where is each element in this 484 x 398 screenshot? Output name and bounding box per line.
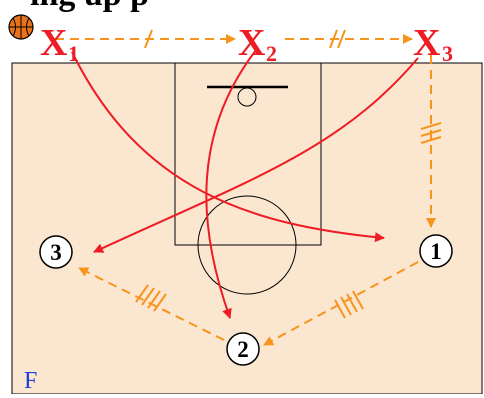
player-1: 1 — [419, 234, 453, 268]
diagram-title: ing up p — [30, 0, 149, 14]
player-1-label: 1 — [430, 239, 442, 264]
free-throw-circle — [197, 195, 297, 295]
defender-x3-letter: X — [413, 22, 440, 64]
defender-x2-letter: X — [238, 22, 265, 64]
defender-x1-number: 1 — [68, 41, 79, 66]
hoop — [237, 87, 257, 107]
corner-label: F — [24, 368, 37, 394]
cut-x1-to-1 — [71, 51, 385, 243]
pass-marks-x3-1 — [420, 122, 442, 144]
defender-x1: X 1 — [40, 22, 79, 66]
basketball-icon — [8, 14, 34, 40]
defender-x2: X 2 — [238, 22, 277, 66]
paint-lane — [174, 62, 322, 246]
player-2-label: 2 — [237, 337, 249, 362]
cut-x2-to-2 — [205, 49, 257, 319]
cut-x3-to-3 — [93, 57, 419, 253]
pass-marks-2-3 — [135, 284, 167, 312]
defender-x1-letter: X — [40, 22, 67, 64]
pass-marks-1-2 — [334, 290, 364, 319]
pass-marks-x1-x2 — [144, 29, 153, 49]
player-3: 3 — [39, 235, 73, 269]
player-2: 2 — [226, 332, 260, 366]
player-3-label: 3 — [50, 240, 62, 265]
defender-x3: X 3 — [413, 22, 453, 66]
pass-marks-x2-x3 — [329, 29, 346, 49]
defender-x2-number: 2 — [266, 41, 277, 66]
defender-x3-number: 3 — [442, 41, 453, 66]
